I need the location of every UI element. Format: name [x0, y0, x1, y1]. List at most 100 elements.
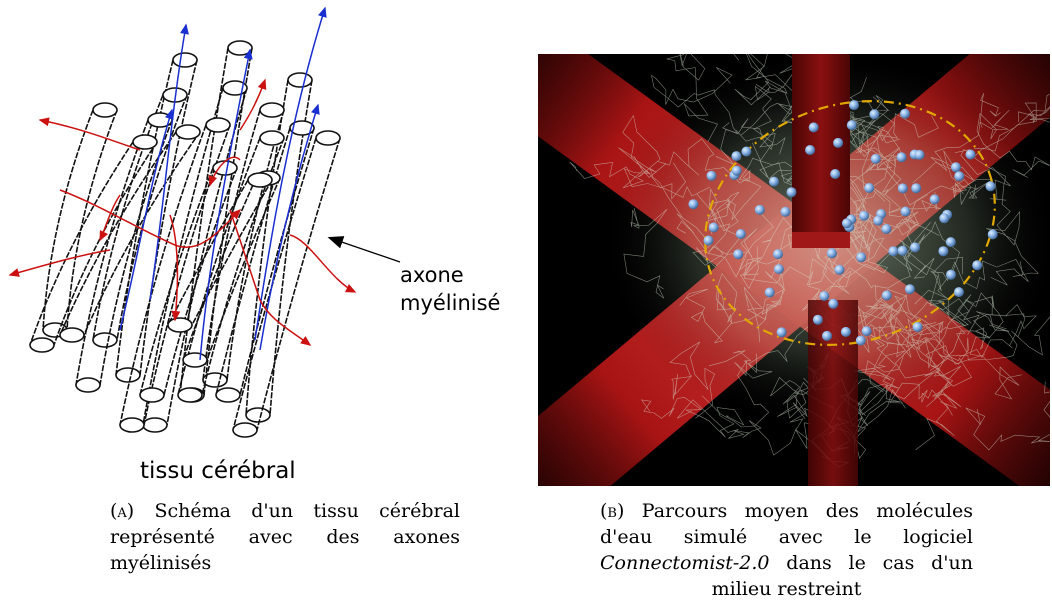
axon-tube-outline	[215, 127, 315, 396]
trajectory	[569, 161, 710, 198]
trajectory	[651, 67, 739, 135]
trajectory	[824, 218, 888, 279]
axon-tubes	[29, 40, 341, 438]
trajectory	[955, 149, 1039, 277]
water-molecule	[881, 224, 892, 234]
water-molecule	[846, 120, 857, 131]
trajectory	[850, 147, 940, 252]
axon-tube-bottom	[182, 352, 208, 368]
axon-label-line1: axone	[400, 263, 464, 287]
water-molecule	[881, 290, 892, 301]
axon-tube-top	[172, 52, 198, 68]
trajectory	[679, 288, 737, 344]
trajectory	[816, 240, 935, 295]
trajectory	[770, 376, 835, 460]
water-molecule	[855, 335, 866, 346]
axon-tube-outline	[29, 141, 158, 346]
axon-tube-bottom	[167, 317, 193, 333]
water-molecule	[849, 100, 859, 111]
trajectory	[836, 289, 926, 346]
trajectory	[676, 399, 811, 456]
water-molecule	[708, 222, 719, 233]
water-molecule	[972, 260, 983, 271]
trajectory	[913, 259, 1029, 292]
water-molecule	[929, 194, 940, 205]
water-molecule	[741, 146, 752, 157]
caption-b-software: Connectomist-2.0	[600, 552, 770, 574]
water-molecule	[873, 215, 884, 226]
diffusion-simulation-render	[538, 54, 1050, 486]
water-molecule	[776, 327, 787, 338]
confinement-ellipse	[704, 100, 996, 346]
trajectory	[894, 256, 970, 327]
blue-path	[254, 6, 327, 341]
water-molecule	[896, 152, 907, 163]
water-molecule	[914, 149, 925, 160]
caption-a-label: (a)	[110, 500, 135, 522]
trajectory	[854, 342, 935, 404]
red-path	[99, 194, 121, 242]
water-molecule	[754, 204, 765, 215]
water-molecule	[805, 145, 816, 155]
axon-tube-top	[92, 102, 118, 118]
axon-tube-bottom	[177, 387, 203, 403]
caption-a-text: Schéma d'un tissu cérébral représenté av…	[110, 500, 460, 574]
water-molecule	[731, 165, 742, 176]
water-molecule	[706, 170, 717, 181]
trajectory	[907, 324, 973, 408]
trajectory	[715, 228, 785, 324]
red-path	[208, 156, 241, 187]
trajectory	[666, 54, 718, 143]
water-molecule	[769, 176, 779, 187]
water-molecule	[856, 252, 867, 263]
axon-tube-top	[132, 134, 158, 150]
axon-tube-bottom	[115, 367, 141, 383]
fiber-cylinder-vertical	[792, 54, 850, 246]
pointer-arrow	[327, 236, 401, 263]
water-molecule	[987, 229, 998, 240]
blue-path	[149, 23, 189, 301]
trajectory	[825, 174, 926, 253]
caption-b: (b) Parcours moyen des molécules d'eau s…	[600, 498, 973, 602]
trajectory	[669, 341, 715, 419]
trajectory	[976, 109, 1050, 178]
water-molecule	[819, 291, 830, 301]
molecule-trajectories	[569, 54, 1050, 468]
axon-tube-outline	[139, 167, 238, 396]
water-molecule	[900, 108, 910, 119]
trajectory	[752, 83, 800, 188]
blue-diffusion-paths	[119, 6, 327, 361]
red-path	[289, 234, 357, 293]
red-path	[239, 78, 267, 131]
water-molecule	[965, 149, 976, 160]
water-molecule	[786, 187, 797, 198]
water-molecule	[830, 169, 841, 179]
axon-label-line2: myélinisé	[400, 291, 500, 315]
water-molecule	[897, 183, 908, 194]
axon-tube-outline	[182, 177, 281, 361]
cylinder-end-face	[792, 232, 850, 248]
water-molecule	[731, 151, 742, 162]
trajectory	[618, 138, 751, 184]
trajectory	[960, 94, 1050, 201]
water-molecule	[764, 287, 775, 298]
trajectory	[640, 396, 745, 438]
figure-a: axone myélinisé tissu cérébral (a) Schém…	[8, 6, 500, 574]
trajectory	[864, 294, 972, 373]
axon-tube-top	[259, 130, 285, 146]
water-molecule	[688, 199, 699, 210]
trajectory	[858, 130, 928, 206]
axon-tube-outline	[167, 179, 273, 326]
axon-tube-bottom	[232, 422, 258, 438]
axon-tube-outline	[245, 79, 313, 416]
water-molecule	[780, 206, 791, 217]
axon-tube-top	[289, 120, 315, 136]
water-molecule	[822, 330, 832, 341]
water-molecule	[864, 183, 875, 193]
water-molecule	[859, 210, 869, 221]
axon-tube-top	[259, 102, 285, 118]
axon-tube-bottom	[142, 417, 168, 433]
trajectory	[963, 292, 1007, 350]
water-molecule	[841, 218, 852, 229]
water-molecule	[833, 137, 844, 148]
